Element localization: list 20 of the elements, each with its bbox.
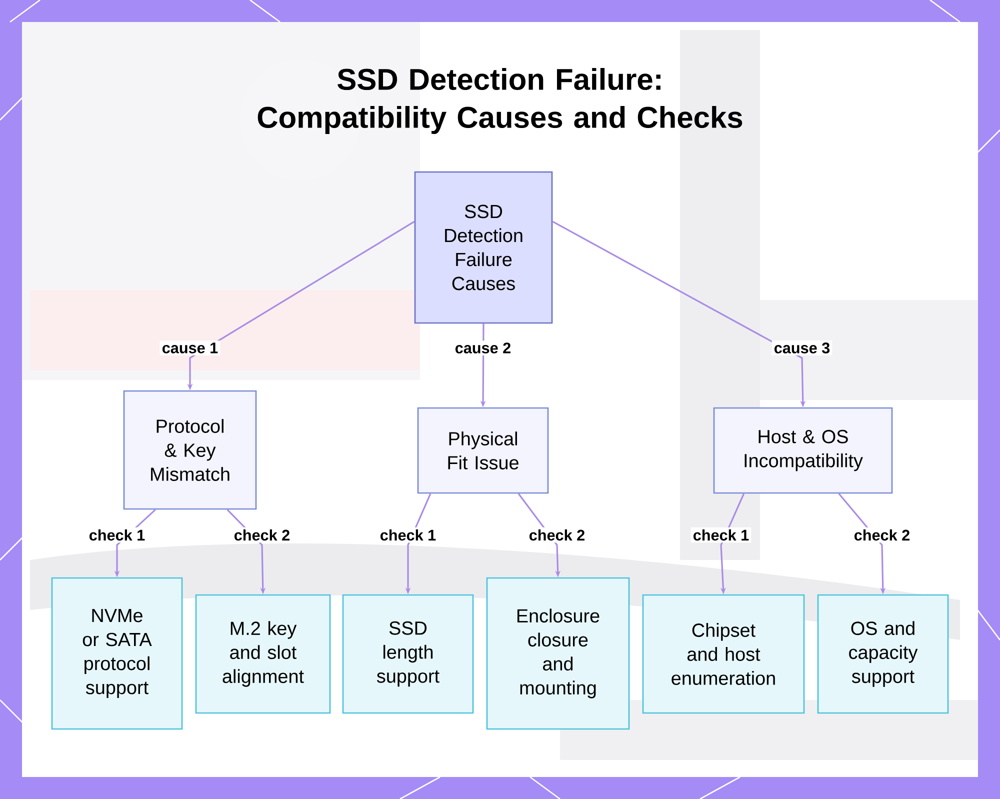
edge-label: check 1 — [378, 527, 438, 543]
check-box: Enclosure closure and mounting — [486, 577, 630, 730]
edge-label: check 2 — [852, 527, 912, 543]
check-box: SSD length support — [342, 594, 474, 714]
edge-label: cause 3 — [772, 340, 832, 356]
check-box: M.2 key and slot alignment — [195, 594, 331, 714]
edge-label: cause 2 — [452, 340, 514, 356]
cause-box: Host & OS Incompatibility — [713, 407, 893, 494]
edge-label: cause 1 — [160, 340, 220, 356]
check-box: Chipset and host enumeration — [642, 594, 805, 714]
edge-label: check 2 — [526, 527, 588, 543]
cause-box: Physical Fit Issue — [417, 407, 549, 494]
edge-label: check 1 — [86, 527, 148, 543]
cause-box: Protocol & Key Mismatch — [123, 390, 257, 510]
check-box: NVMe or SATA protocol support — [51, 577, 183, 730]
root-box: SSD Detection Failure Causes — [414, 171, 553, 324]
check-box: OS and capacity support — [817, 594, 949, 714]
edge-label: check 2 — [232, 527, 292, 543]
title: SSD Detection Failure: Compatibility Causes and Checks — [258, 68, 742, 134]
edge-label: check 1 — [690, 527, 752, 543]
